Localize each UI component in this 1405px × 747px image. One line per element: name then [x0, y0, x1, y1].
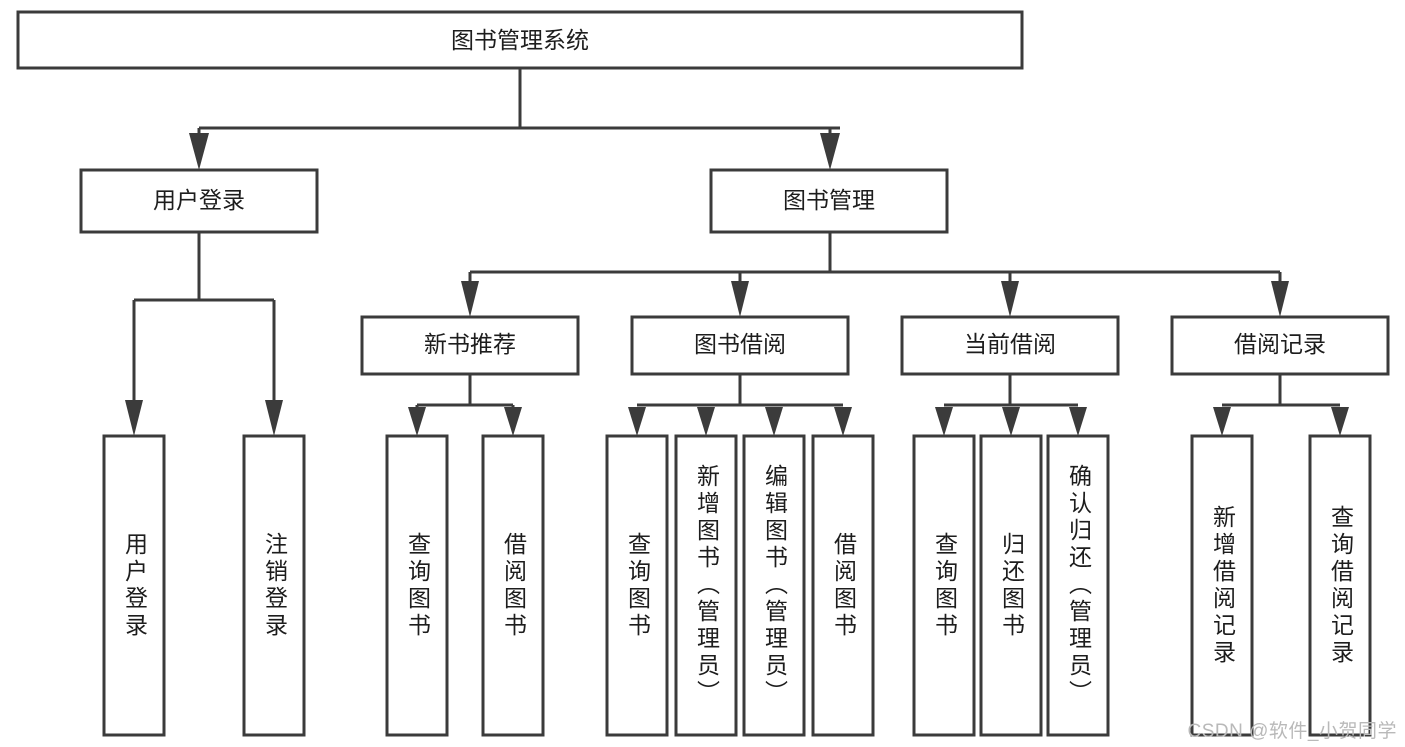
node-new-book-recommend-box[interactable]	[360, 315, 580, 376]
arrow-head-to-book-borrow	[731, 281, 749, 317]
arrow-head-newbook-leaf-1	[408, 407, 426, 436]
arrow-head-bookborrow-leaf-3	[765, 407, 783, 436]
node-book-borrow-box[interactable]	[630, 315, 850, 376]
leaf-box-user-login-2[interactable]	[242, 434, 306, 737]
node-book-manage-label: 图书管理	[783, 187, 875, 213]
arrow-head-to-borrow-record	[1271, 281, 1289, 317]
connector-group-root-to-level2	[189, 68, 840, 170]
arrow-head-currentborrow-leaf-3	[1069, 407, 1087, 436]
leaf-box-current-borrow-1[interactable]	[912, 434, 976, 737]
arrow-head-currentborrow-leaf-2	[1002, 407, 1020, 436]
connector-group-bookborrow-to-leaves	[628, 374, 852, 436]
node-book-borrow[interactable]: 图书借阅	[630, 315, 850, 376]
arrow-head-to-book-manage	[820, 133, 840, 170]
leaf-box-current-borrow-2[interactable]	[979, 434, 1043, 737]
csdn-watermark: CSDN @软件_小贺同学	[1187, 721, 1397, 742]
node-book-borrow-label: 图书借阅	[694, 331, 786, 357]
arrow-head-borrowrecord-leaf-1	[1213, 407, 1231, 436]
node-root[interactable]: 图书管理系统	[16, 10, 1024, 70]
node-book-manage-box[interactable]	[709, 168, 949, 234]
arrow-head-to-new-book	[461, 281, 479, 317]
node-user-login-label: 用户登录	[153, 187, 245, 213]
arrow-head-borrowrecord-leaf-2	[1331, 407, 1349, 436]
leaf-box-book-borrow-3[interactable]	[742, 434, 806, 737]
connector-group-newbook-to-leaves	[408, 374, 522, 436]
arrow-head-bookborrow-leaf-2	[697, 407, 715, 436]
connector-group-userlogin-to-leaves	[125, 232, 283, 436]
arrow-head-to-user-login	[189, 133, 209, 170]
arrow-head-newbook-leaf-2	[504, 407, 522, 436]
arrow-head-userlogin-leaf-1	[125, 400, 143, 436]
arrow-head-bookborrow-leaf-4	[834, 407, 852, 436]
node-current-borrow-box[interactable]	[900, 315, 1120, 376]
connector-group-bookmanage-to-level3	[461, 232, 1289, 317]
arrow-head-bookborrow-leaf-1	[628, 407, 646, 436]
node-new-book-recommend-label: 新书推荐	[424, 331, 516, 357]
leaf-box-new-book-2[interactable]	[481, 434, 545, 737]
node-current-borrow[interactable]: 当前借阅	[900, 315, 1120, 376]
node-user-login-box[interactable]	[79, 168, 319, 234]
connector-group-currentborrow-to-leaves	[935, 374, 1087, 436]
leaf-box-book-borrow-4[interactable]	[811, 434, 875, 737]
node-root-label: 图书管理系统	[451, 27, 589, 53]
node-root-box[interactable]	[16, 10, 1024, 70]
leaf-box-new-book-1[interactable]	[385, 434, 449, 737]
node-current-borrow-label: 当前借阅	[964, 331, 1056, 357]
leaf-box-current-borrow-3[interactable]	[1046, 434, 1110, 737]
node-book-manage[interactable]: 图书管理	[709, 168, 949, 234]
leaf-box-book-borrow-1[interactable]	[605, 434, 669, 737]
leaf-box-borrow-record-1[interactable]	[1190, 434, 1254, 737]
arrow-head-userlogin-leaf-2	[265, 400, 283, 436]
leaf-box-user-login-1[interactable]	[102, 434, 166, 737]
node-borrow-record-box[interactable]	[1170, 315, 1390, 376]
node-user-login[interactable]: 用户登录	[79, 168, 319, 234]
arrow-head-currentborrow-leaf-1	[935, 407, 953, 436]
node-new-book-recommend[interactable]: 新书推荐	[360, 315, 580, 376]
arrow-head-to-current-borrow	[1001, 281, 1019, 317]
node-borrow-record[interactable]: 借阅记录	[1170, 315, 1390, 376]
leaf-box-borrow-record-2[interactable]	[1308, 434, 1372, 737]
leaf-box-book-borrow-2[interactable]	[674, 434, 738, 737]
node-borrow-record-label: 借阅记录	[1234, 331, 1326, 357]
connector-group-borrowrecord-to-leaves	[1213, 374, 1349, 436]
